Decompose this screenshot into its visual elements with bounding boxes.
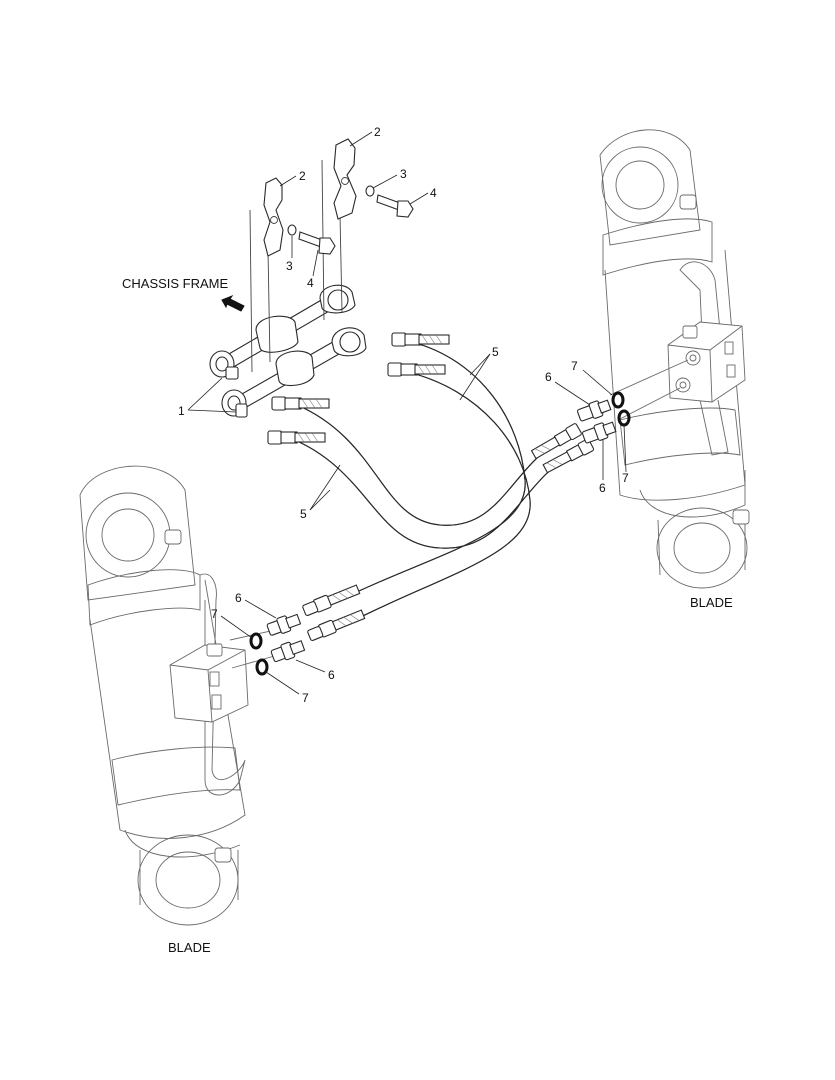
blade-label-left: BLADE (168, 940, 211, 955)
callout-7-right-top: 7 (571, 359, 578, 373)
callout-7-left-bottom: 7 (302, 691, 309, 705)
callout-4-right: 4 (430, 186, 437, 200)
callout-3-right: 3 (400, 167, 407, 181)
callout-3-left: 3 (286, 259, 293, 273)
callout-1: 1 (178, 404, 185, 418)
clamp-hardware (263, 138, 414, 257)
callout-5-lower: 5 (300, 507, 307, 521)
callout-2-left: 2 (299, 169, 306, 183)
callout-2-right: 2 (374, 125, 381, 139)
adapters-and-orings (249, 391, 631, 676)
left-blade-cylinder (79, 465, 279, 926)
blade-label-right: BLADE (690, 595, 733, 610)
chassis-direction-arrow (221, 294, 245, 312)
steel-pipes (209, 159, 367, 418)
callout-5-upper: 5 (492, 345, 499, 359)
chassis-frame-label: CHASSIS FRAME (122, 276, 229, 291)
callout-numbers: 1 2 2 3 3 4 4 5 5 6 6 6 6 7 7 7 7 (178, 125, 629, 705)
callout-7-left-top: 7 (211, 607, 218, 621)
callout-6-right-top: 6 (545, 370, 552, 384)
callout-6-left-top: 6 (235, 591, 242, 605)
callout-6-left-bottom: 6 (328, 668, 335, 682)
hose-assemblies (267, 332, 595, 641)
callout-7-right-bottom: 7 (622, 471, 629, 485)
leader-lines (187, 131, 627, 695)
callout-4-left: 4 (307, 276, 314, 290)
right-blade-cylinder (599, 129, 750, 589)
callout-6-right-bottom: 6 (599, 481, 606, 495)
